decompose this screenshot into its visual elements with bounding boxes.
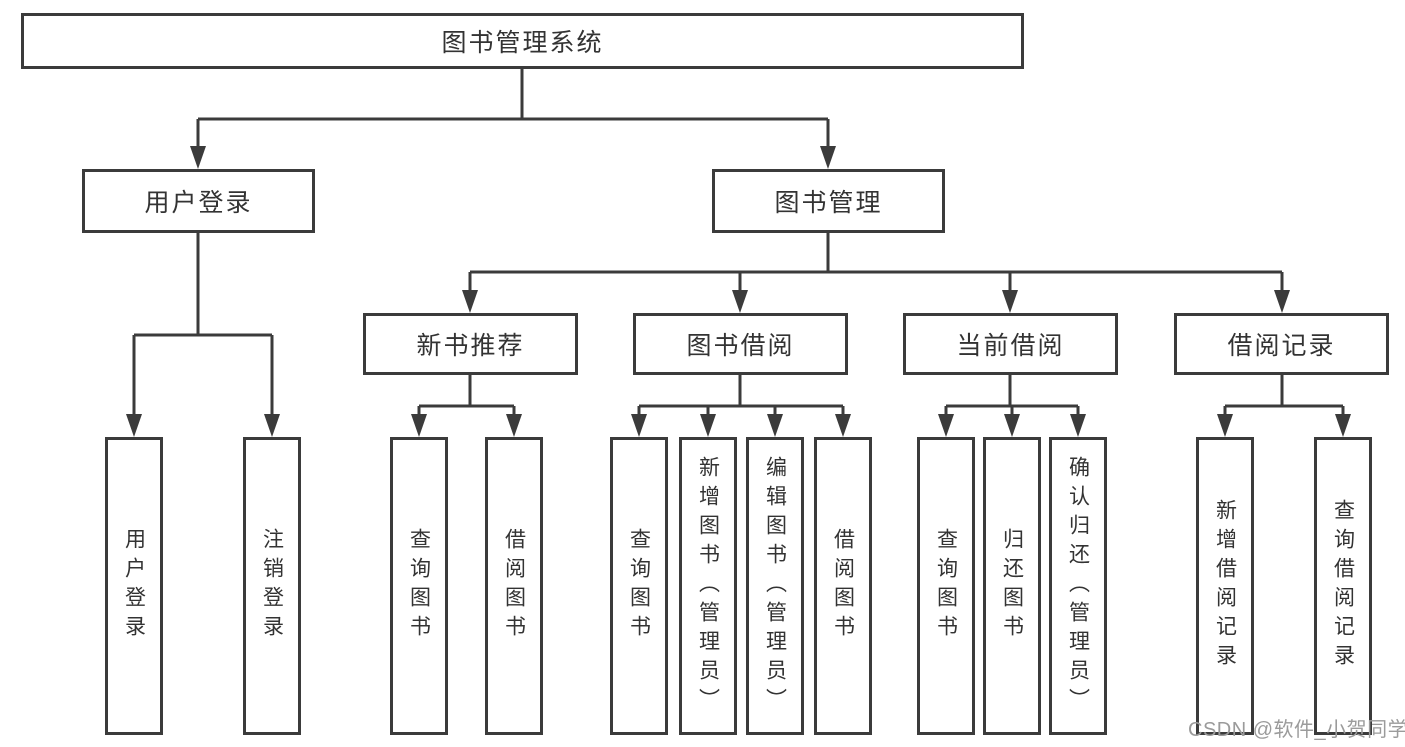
- node-user-login-leaf: 用户登录: [105, 437, 163, 735]
- node-current-borrow: 当前借阅: [903, 313, 1118, 375]
- node-label: 图书管理: [774, 189, 883, 217]
- node-borrow-records: 借阅记录: [1174, 313, 1389, 375]
- node-label: 用户登录: [144, 189, 253, 217]
- node-label: 借阅记录: [1227, 332, 1336, 360]
- node-add-borrow-record: 新增借阅记录: [1196, 437, 1254, 735]
- node-label: 图书借阅: [686, 332, 795, 360]
- node-label: 确认归还（管理员）: [1066, 455, 1090, 717]
- node-book-borrow: 图书借阅: [633, 313, 848, 375]
- node-edit-books-admin: 编辑图书（管理员）: [746, 437, 804, 735]
- node-return-books: 归还图书: [983, 437, 1041, 735]
- node-label: 图书管理系统: [441, 29, 604, 57]
- node-logout: 注销登录: [243, 437, 301, 735]
- csdn-watermark: CSDN @软件_小贺同学: [1188, 719, 1405, 741]
- node-new-book-recommend: 新书推荐: [363, 313, 578, 375]
- node-query-books-current: 查询图书: [917, 437, 975, 735]
- node-borrow-books-leaf: 借阅图书: [814, 437, 872, 735]
- node-label: 查询图书: [407, 528, 431, 644]
- node-book-management: 图书管理: [712, 169, 945, 233]
- node-query-books-recommend: 查询图书: [390, 437, 448, 735]
- node-book-management-system: 图书管理系统: [21, 13, 1024, 69]
- node-user-login: 用户登录: [82, 169, 315, 233]
- node-query-books-borrow: 查询图书: [610, 437, 668, 735]
- node-label: 借阅图书: [831, 528, 855, 644]
- node-label: 借阅图书: [502, 528, 526, 644]
- node-query-borrow-record: 查询借阅记录: [1314, 437, 1372, 735]
- node-label: 查询借阅记录: [1331, 499, 1355, 673]
- node-add-books-admin: 新增图书（管理员）: [679, 437, 737, 735]
- node-label: 新书推荐: [416, 332, 525, 360]
- node-confirm-return-admin: 确认归还（管理员）: [1049, 437, 1107, 735]
- node-label: 注销登录: [260, 528, 284, 644]
- node-label: 当前借阅: [956, 332, 1065, 360]
- node-label: 归还图书: [1000, 528, 1024, 644]
- node-label: 查询图书: [627, 528, 651, 644]
- node-label: 用户登录: [122, 528, 146, 644]
- node-label: 新增图书（管理员）: [696, 455, 720, 717]
- node-label: 新增借阅记录: [1213, 499, 1237, 673]
- node-borrow-books-recommend: 借阅图书: [485, 437, 543, 735]
- node-label: 编辑图书（管理员）: [763, 455, 787, 717]
- node-label: 查询图书: [934, 528, 958, 644]
